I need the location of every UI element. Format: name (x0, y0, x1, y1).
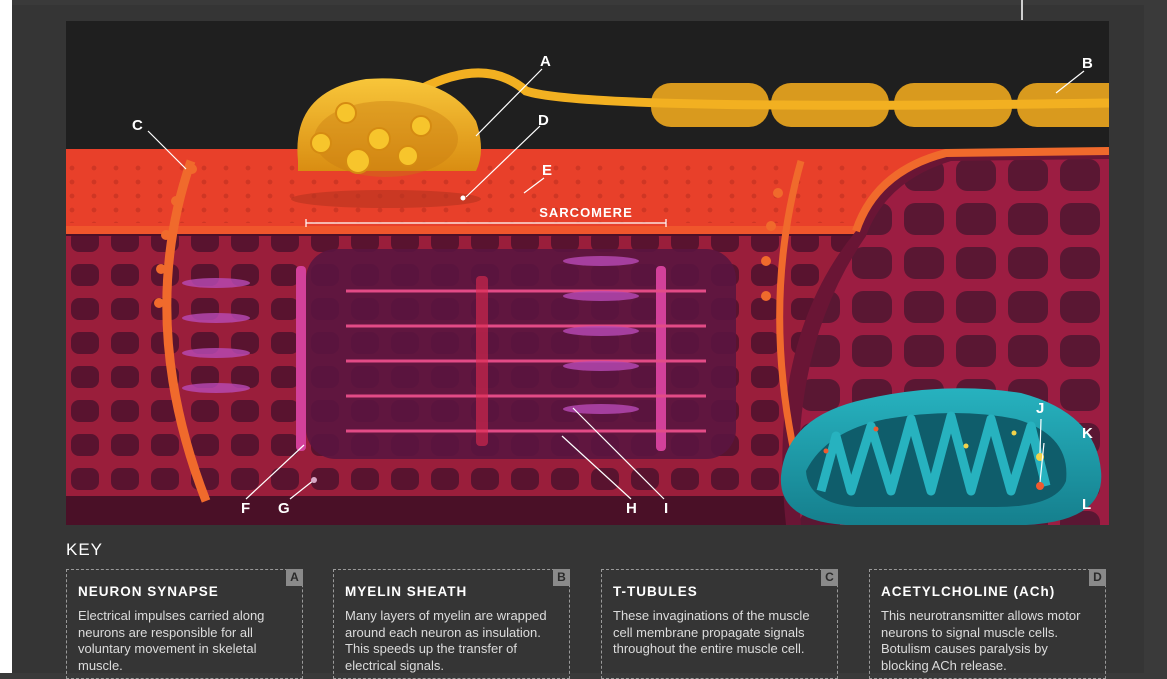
label-i: I (664, 500, 668, 517)
key-card-text: This neurotransmitter allows motor neuro… (881, 608, 1099, 674)
key-card-text: Electrical impulses carried along neuron… (78, 608, 296, 674)
label-a: A (540, 53, 551, 70)
synaptic-cleft (291, 190, 481, 208)
muscle-cell-illustration: SARCOMERE A B C D E F G H I J K L (66, 21, 1109, 525)
muscle-cell-diagram: SARCOMERE A B C D E F G H I J K L (66, 21, 1109, 525)
key-card-t-tubules: C T-TUBULES These invaginations of the m… (601, 569, 838, 679)
page-margin (0, 0, 12, 673)
label-g-marker (311, 477, 317, 483)
key-card-text: These invaginations of the muscle cell m… (613, 608, 831, 658)
key-letter-badge: C (821, 569, 838, 586)
label-d-marker (461, 196, 466, 201)
key-letter-badge: B (553, 569, 570, 586)
key-card-title: ACETYLCHOLINE (ACh) (881, 584, 1055, 599)
myofibril (306, 249, 736, 459)
key-card-text: Many layers of myelin are wrapped around… (345, 608, 563, 674)
label-k: K (1082, 425, 1093, 442)
key-card-title: NEURON SYNAPSE (78, 584, 219, 599)
key-card-title: MYELIN SHEATH (345, 584, 467, 599)
label-d: D (538, 112, 549, 129)
m-line (476, 276, 488, 446)
label-e: E (542, 162, 552, 179)
key-card-acetylcholine: D ACETYLCHOLINE (ACh) This neurotransmit… (869, 569, 1106, 679)
key-letter-badge: A (286, 569, 303, 586)
key-card-myelin-sheath: B MYELIN SHEATH Many layers of myelin ar… (333, 569, 570, 679)
key-title: KEY (66, 540, 103, 560)
sarcomere-label: SARCOMERE (539, 205, 633, 220)
top-connector-line (1021, 0, 1023, 20)
key-card-title: T-TUBULES (613, 584, 698, 599)
label-h: H (626, 500, 637, 517)
label-b: B (1082, 55, 1093, 72)
label-g: G (278, 500, 290, 517)
label-f: F (241, 500, 250, 517)
key-card-neuron-synapse: A NEURON SYNAPSE Electrical impulses car… (66, 569, 303, 679)
label-c: C (132, 117, 143, 134)
key-letter-badge: D (1089, 569, 1106, 586)
label-j: J (1036, 400, 1044, 417)
label-l: L (1082, 496, 1091, 513)
